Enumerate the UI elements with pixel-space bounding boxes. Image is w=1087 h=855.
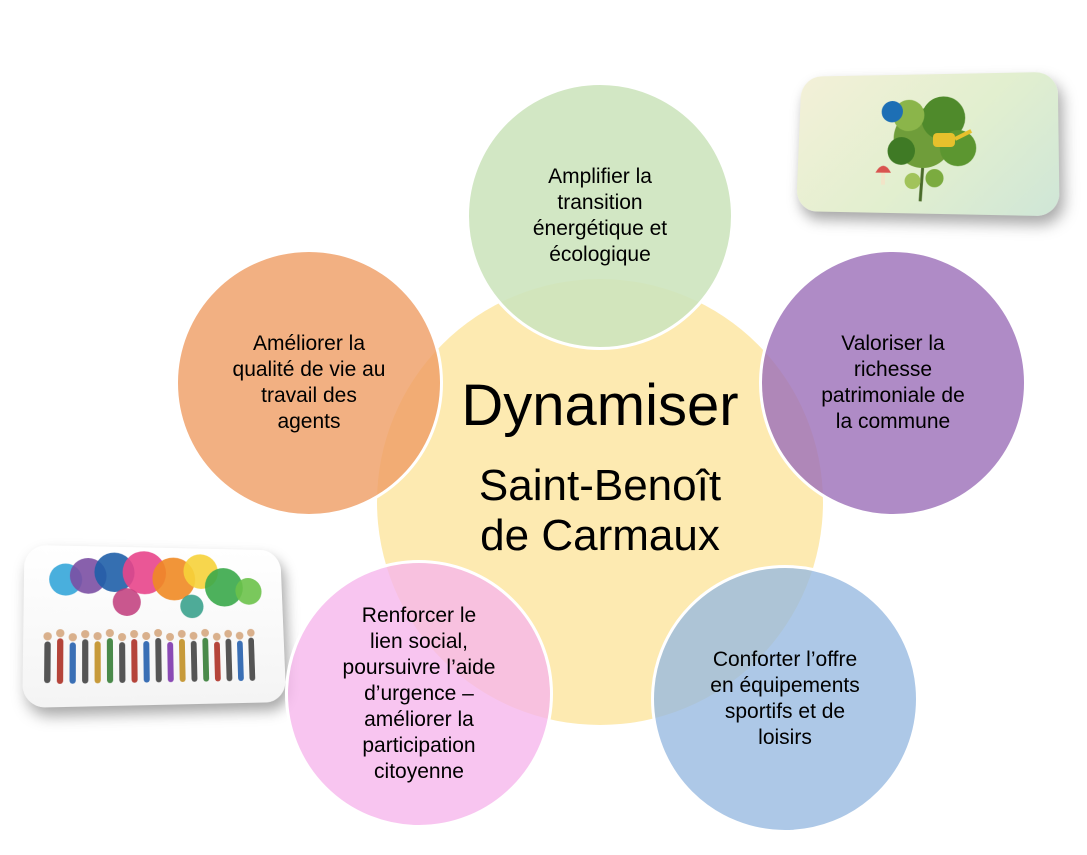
objective-quality-of-work-life: Améliorer la qualité de vie au travail d… — [175, 249, 443, 517]
objective-energy-transition: Amplifier la transition énergétique et é… — [466, 82, 734, 350]
objective-social-link: Renforcer le lien social, poursuivre l’a… — [285, 560, 553, 828]
speech-bubbles-crowd-art — [43, 550, 263, 685]
speech-bubbles-crowd-illustration — [22, 544, 287, 708]
nature-illustration — [796, 71, 1060, 217]
objective-sports-facilities: Conforter l’offre en équipements sportif… — [651, 565, 919, 833]
objective-heritage: Valoriser la richesse patrimoniale de la… — [759, 249, 1027, 517]
diagram-subtitle: Saint-Benoît de Carmaux — [478, 461, 722, 560]
objective-quality-of-work-life-text: Améliorer la qualité de vie au travail d… — [232, 332, 386, 433]
diagram-title: Dynamiser — [461, 373, 739, 438]
objective-social-link-text: Renforcer le lien social, poursuivre l’a… — [342, 604, 496, 783]
objective-sports-facilities-text: Conforter l’offre en équipements sportif… — [710, 648, 860, 749]
objective-energy-transition-text: Amplifier la transition énergétique et é… — [532, 165, 668, 266]
center-circle: Dynamiser Saint-Benoît de Carmaux — [377, 279, 823, 725]
objective-heritage-text: Valoriser la richesse patrimoniale de la… — [821, 332, 965, 433]
nature-illustration-art — [875, 96, 1060, 217]
